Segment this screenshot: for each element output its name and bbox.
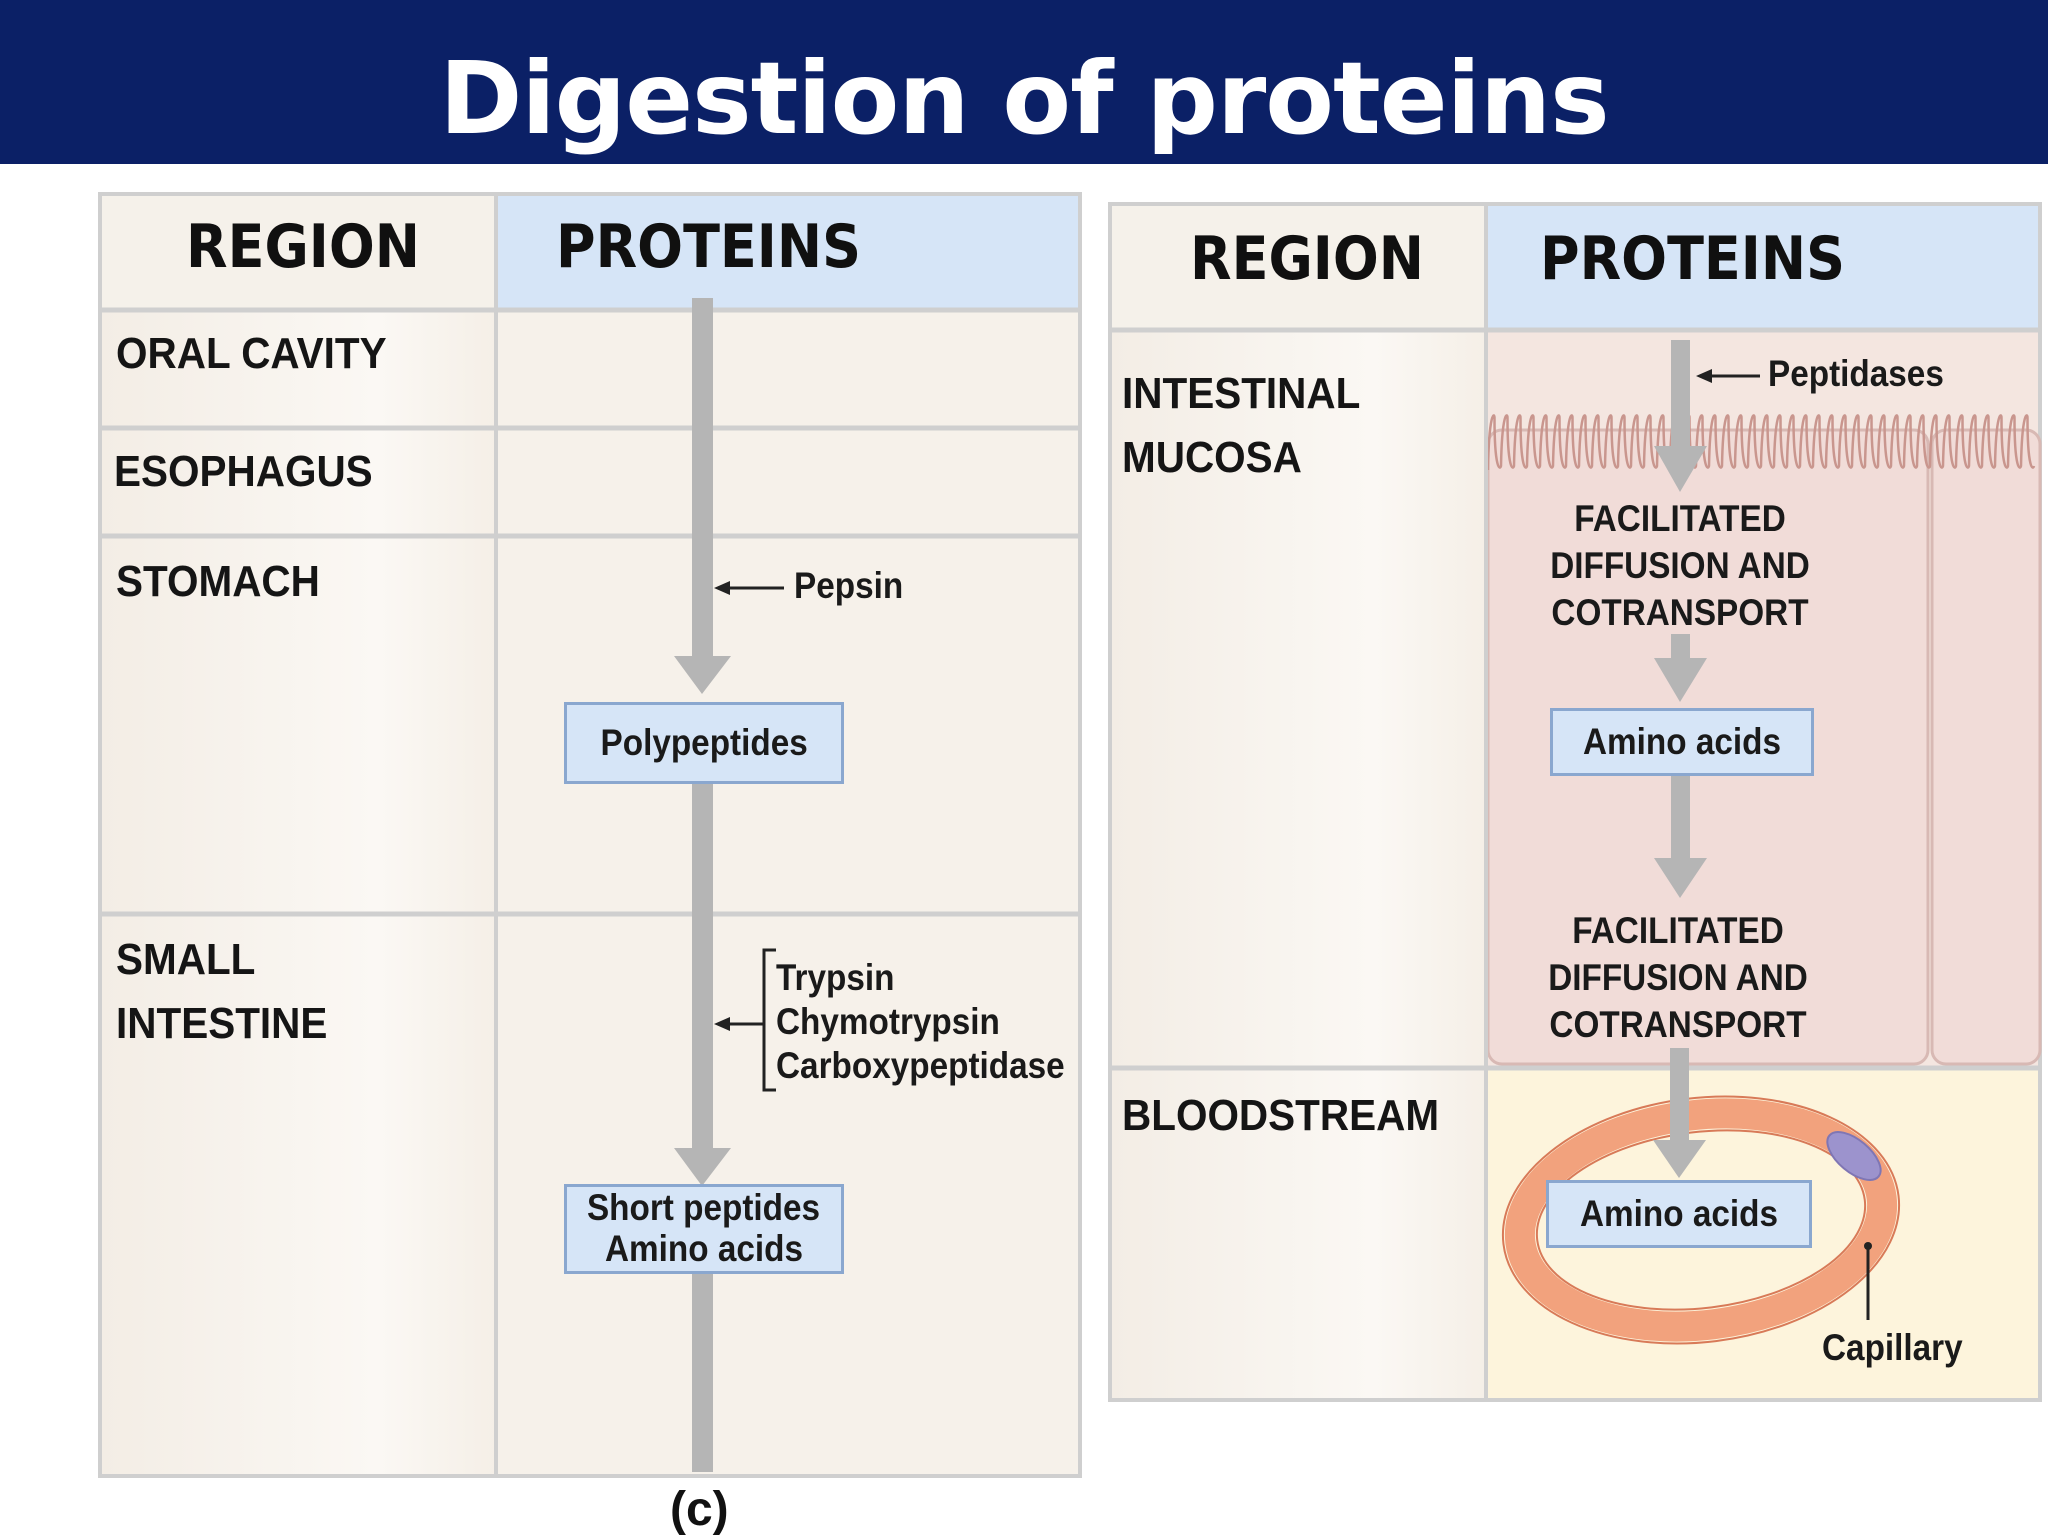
transport-2-line2: DIFFUSION AND xyxy=(1548,956,1808,998)
transport-1-line2: DIFFUSION AND xyxy=(1550,544,1810,586)
enzyme-pepsin: Pepsin xyxy=(794,565,904,606)
mucosa-arrowhead-2 xyxy=(1654,658,1707,702)
region-esophagus: ESOPHAGUS xyxy=(114,447,373,496)
region-intestinal-line2: MUCOSA xyxy=(1122,433,1302,482)
right-header-region: REGION xyxy=(1190,224,1424,294)
left-header-proteins: PROTEINS xyxy=(556,212,861,282)
transport-2-line3: COTRANSPORT xyxy=(1549,1003,1807,1045)
flow-arrowhead-1 xyxy=(674,656,731,694)
flow-shaft-2 xyxy=(692,782,713,1150)
page-title: Digestion of proteins xyxy=(439,40,1609,157)
region-small-intestine: SMALL INTESTINE xyxy=(116,928,327,1056)
region-small-intestine-line1: SMALL xyxy=(116,935,256,984)
left-region-column xyxy=(102,196,496,1474)
polypeptides-box: Polypeptides xyxy=(564,702,844,784)
region-bloodstream: BLOODSTREAM xyxy=(1122,1091,1440,1140)
enzyme-peptidases: Peptidases xyxy=(1768,353,1944,394)
capillary-inner-outline xyxy=(1535,1129,1867,1311)
short-peptides-box: Short peptides Amino acids xyxy=(564,1184,844,1274)
figure-caption: (c) xyxy=(670,1483,729,1536)
amino-acids-label-left: Amino acids xyxy=(605,1228,803,1269)
transport-label-1: FACILITATED DIFFUSION AND COTRANSPORT xyxy=(1545,496,1815,637)
mucosa-shaft-1 xyxy=(1671,340,1690,448)
pepsin-pointer-head xyxy=(714,581,730,595)
transport-1-line1: FACILITATED xyxy=(1574,498,1786,539)
transport-2-line1: FACILITATED xyxy=(1572,910,1784,951)
blood-shaft xyxy=(1670,1048,1689,1142)
amino-acids-mucosa-box: Amino acids xyxy=(1550,708,1814,776)
enzyme-chymotrypsin: Chymotrypsin xyxy=(776,1001,1000,1042)
right-region-column xyxy=(1112,206,1486,1398)
region-intestinal-mucosa: INTESTINAL MUCOSA xyxy=(1122,362,1360,490)
right-proteins-header-cell xyxy=(1486,206,2038,328)
endothelial-nucleus xyxy=(1826,1131,1882,1181)
region-small-intestine-line2: INTESTINE xyxy=(116,998,328,1048)
blood-arrowhead xyxy=(1653,1140,1706,1178)
region-oral-cavity: ORAL CAVITY xyxy=(116,329,387,378)
capillary-label: Capillary xyxy=(1822,1327,1963,1368)
enzyme-bracket xyxy=(762,948,776,1092)
capillary-leader-dot xyxy=(1864,1242,1872,1250)
region-intestinal-line1: INTESTINAL xyxy=(1122,369,1361,418)
amino-acids-blood-label: Amino acids xyxy=(1580,1192,1778,1234)
peptidases-pointer-head xyxy=(1696,369,1712,383)
right-header-proteins: PROTEINS xyxy=(1540,224,1845,294)
left-proteins-header-cell xyxy=(496,196,1078,310)
enzyme-list: Trypsin Chymotrypsin Carboxypeptidase xyxy=(776,956,1065,1088)
flow-shaft-1 xyxy=(692,298,713,658)
title-bar: Digestion of proteins xyxy=(0,0,2048,164)
mucosa-shaft-3 xyxy=(1671,776,1690,860)
polypeptides-label: Polypeptides xyxy=(600,721,808,763)
left-region-header-cell xyxy=(102,196,496,310)
amino-acids-blood-box: Amino acids xyxy=(1546,1180,1812,1248)
amino-acids-mucosa-label: Amino acids xyxy=(1583,720,1781,762)
left-header-region: REGION xyxy=(186,212,420,282)
microvilli-border xyxy=(1486,414,2036,471)
region-stomach: STOMACH xyxy=(116,557,320,606)
mucosa-arrowhead-3 xyxy=(1654,858,1707,898)
right-region-header-cell xyxy=(1112,206,1486,328)
mucosa-shaft-2 xyxy=(1671,634,1690,660)
mucosa-arrowhead-1 xyxy=(1654,446,1707,492)
mucosa-cell-neighbor xyxy=(1930,428,2042,1066)
transport-1-line3: COTRANSPORT xyxy=(1551,591,1809,633)
flow-shaft-3 xyxy=(692,1274,713,1472)
transport-label-2: FACILITATED DIFFUSION AND COTRANSPORT xyxy=(1543,908,1813,1049)
flow-arrowhead-2 xyxy=(674,1148,731,1186)
short-peptides-label: Short peptides xyxy=(587,1187,821,1229)
left-panel xyxy=(98,192,1082,1478)
enzyme-pointer-head xyxy=(714,1017,730,1031)
enzyme-carboxypeptidase: Carboxypeptidase xyxy=(776,1045,1065,1086)
enzyme-trypsin: Trypsin xyxy=(776,957,895,998)
